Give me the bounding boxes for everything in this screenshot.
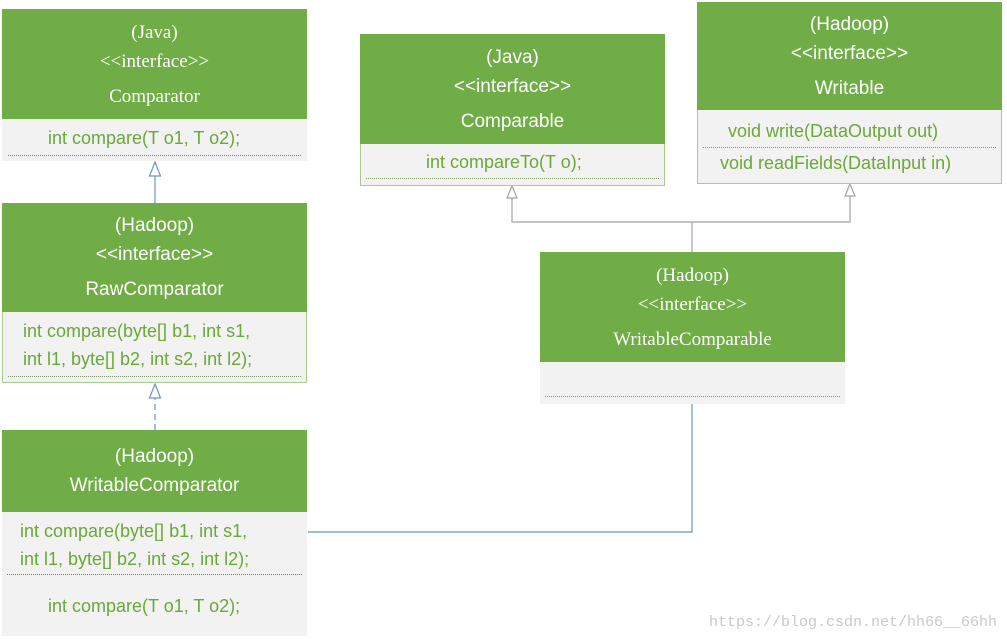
- comparator-lang: (Java): [131, 21, 178, 43]
- arrowhead-comparable: [506, 184, 518, 199]
- divider: [366, 178, 659, 179]
- method-compare: int compare(T o1, T o2);: [48, 596, 241, 616]
- writable-header: (Hadoop) <<interface>> Writable: [697, 2, 1002, 110]
- divider: [703, 147, 996, 148]
- comparable-methods: int compareTo(T o);: [360, 144, 665, 186]
- method-compareto: int compareTo(T o);: [426, 152, 582, 172]
- raw-comparator-name: RawComparator: [85, 279, 224, 300]
- method-compare: int compare(T o1, T o2);: [48, 128, 241, 148]
- divider: [545, 396, 840, 397]
- comparable-stereotype: <<interface>>: [453, 75, 572, 97]
- writable-name: Writable: [814, 77, 885, 99]
- comparator-stereotype: <<interface>>: [99, 50, 210, 72]
- writable-comparable-stereotype: <<interface>>: [637, 293, 748, 315]
- writable-comparable-methods: [540, 362, 845, 404]
- writable-stereotype: <<interface>>: [790, 42, 909, 64]
- divider: [8, 155, 301, 156]
- raw-comparator-header: (Hadoop) <<interface>> RawComparator: [2, 203, 307, 312]
- raw-comparator-box: (Hadoop) <<interface>> RawComparator int…: [2, 203, 307, 383]
- divider: [7, 574, 302, 575]
- comparable-lang: (Java): [486, 46, 539, 68]
- edge-writablecomparable-to-writable: [692, 196, 851, 223]
- method-compare-bytes-line2: int l1, byte[] b2, int s2, int l2);: [23, 349, 253, 369]
- comparable-header: (Java) <<interface>> Comparable: [360, 34, 665, 144]
- arrowhead-raw-comparator: [148, 382, 162, 399]
- writable-comparator-header: (Hadoop) WritableComparator: [2, 430, 307, 512]
- writable-comparable-header: (Hadoop) <<interface>> WritableComparabl…: [540, 252, 845, 362]
- comparator-box: (Java) <<interface>> Comparator int comp…: [2, 9, 307, 161]
- method-readfields: void readFields(DataInput in): [720, 153, 952, 173]
- writable-comparable-box: (Hadoop) <<interface>> WritableComparabl…: [540, 252, 845, 404]
- comparator-methods: int compare(T o1, T o2);: [2, 119, 307, 161]
- raw-comparator-lang: (Hadoop): [114, 215, 195, 236]
- raw-comparator-methods: int compare(byte[] b1, int s1, int l1, b…: [2, 312, 307, 383]
- writable-comparator-methods: int compare(byte[] b1, int s1, int l1, b…: [2, 512, 307, 636]
- writable-comparator-name: WritableComparator: [69, 475, 240, 496]
- edge-writablecomparable-to-parents: [511, 198, 693, 252]
- method-compare-bytes-line2: int l1, byte[] b2, int s2, int l2);: [20, 549, 250, 569]
- method-write: void write(DataOutput out): [728, 121, 939, 141]
- writable-box: (Hadoop) <<interface>> Writable void wri…: [697, 2, 1002, 184]
- comparable-name: Comparable: [460, 110, 565, 132]
- writable-methods: void write(DataOutput out) void readFiel…: [697, 110, 1002, 184]
- writable-comparator-box: (Hadoop) WritableComparator int compare(…: [2, 430, 307, 636]
- comparator-name: Comparator: [109, 85, 200, 107]
- edge-writablecomparator-to-writablecomparable: [308, 404, 693, 533]
- divider: [8, 376, 301, 377]
- arrowhead-comparator: [148, 160, 162, 177]
- writable-comparable-name: WritableComparable: [613, 328, 772, 350]
- method-compare-bytes-line1: int compare(byte[] b1, int s1,: [23, 321, 251, 341]
- writable-lang: (Hadoop): [809, 13, 890, 35]
- method-compare-bytes-line1: int compare(byte[] b1, int s1,: [20, 521, 248, 541]
- writable-comparable-lang: (Hadoop): [656, 264, 729, 286]
- comparable-box: (Java) <<interface>> Comparable int comp…: [360, 34, 665, 186]
- watermark: https://blog.csdn.net/hh66__66hh: [708, 614, 997, 631]
- raw-comparator-stereotype: <<interface>>: [95, 244, 214, 265]
- writable-comparator-lang: (Hadoop): [114, 446, 195, 467]
- comparator-header: (Java) <<interface>> Comparator: [2, 9, 307, 119]
- arrowhead-writable: [844, 182, 856, 197]
